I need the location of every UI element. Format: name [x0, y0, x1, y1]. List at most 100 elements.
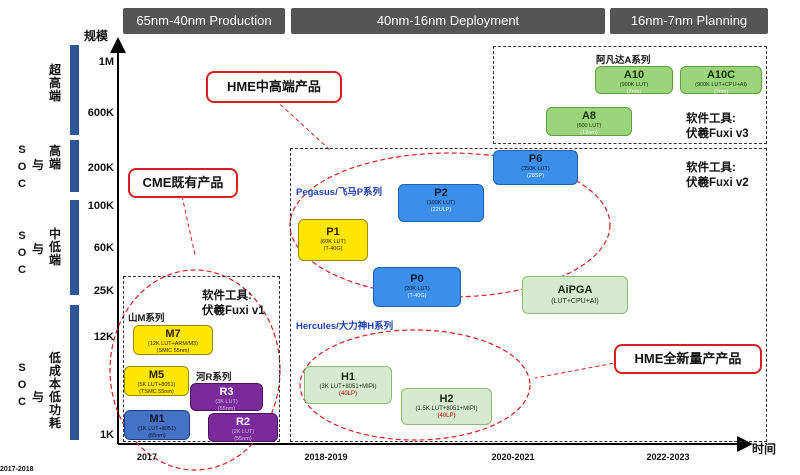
chip-p6: P6 (350K LUT) (28SP): [493, 150, 578, 185]
chip-m7-proc: (SMIC 55nm): [156, 348, 190, 354]
y-tick-600k: 600K: [87, 107, 114, 119]
tool-v1-line2: 伏羲Fuxi v1: [202, 305, 265, 317]
x-tick-2018-2019: 2018-2019: [304, 452, 348, 462]
chip-a10-proc: (7nm): [626, 89, 642, 95]
x-axis-title: 时间: [752, 442, 777, 456]
chip-r2-spec: (2K LUT): [231, 429, 255, 435]
x-tick-2017: 2017: [136, 452, 158, 462]
phase-deployment: 40nm-16nm Deployment: [291, 8, 605, 34]
region-production: [123, 276, 280, 442]
tool-v2-line1: 软件工具:: [686, 162, 736, 174]
segment-bar-mid: [70, 200, 79, 295]
arrow-cme: [181, 195, 196, 256]
chip-h2-proc: (40LP): [437, 413, 456, 419]
chip-p2-spec: (100K LUT): [426, 200, 456, 206]
tool-v1-line1: 软件工具:: [202, 290, 252, 302]
chip-p1: P1 (60K LUT) (T-40G): [298, 219, 368, 261]
chip-h1-spec: (3K LUT+8051+MIPI): [319, 384, 377, 390]
y-tick-200k: 200K: [87, 162, 114, 174]
chip-m1-proc: (55nm): [148, 433, 166, 439]
series-afanda: 阿凡达A系列: [596, 55, 651, 66]
y-tick-1k: 1K: [99, 429, 114, 441]
chip-m7-spec: (12K LUT+ARM/M3): [148, 341, 198, 347]
chip-p0-proc: (T-40G): [407, 293, 427, 299]
callout-hme-high: HME中高端产品: [206, 71, 342, 103]
chip-a8-name: A8: [581, 110, 597, 122]
tool-v3-line1: 软件工具:: [686, 113, 736, 125]
segment-bar-top: [70, 45, 79, 135]
tool-fuxi-v2: 软件工具: 伏羲Fuxi v2: [686, 161, 749, 191]
chip-p1-name: P1: [326, 226, 340, 238]
chip-aipga-name: AiPGA: [557, 284, 593, 296]
callout-cme: CME既有产品: [128, 168, 238, 198]
chip-r3-name: R3: [219, 386, 234, 398]
chip-p0-name: P0: [410, 273, 424, 285]
chip-p0: P0 (20K LUT) (T-40G): [373, 267, 461, 307]
chip-h1-name: H1: [340, 371, 356, 383]
chip-h2-name: H2: [439, 393, 454, 405]
chip-a8-spec: (600 LUT): [576, 123, 602, 129]
x-tick-2020-2021: 2020-2021: [491, 452, 535, 462]
chip-m5: M5 (5K LUT+8051) (TSMC 55nm): [124, 366, 189, 396]
chip-p6-name: P6: [528, 153, 543, 165]
cme-ellipse: [109, 269, 281, 471]
chip-p6-spec: (350K LUT): [521, 166, 550, 172]
chip-a10c: A10C (900K LUT+CPU+AI) (7nm): [680, 66, 762, 95]
chip-r2: R2 (2K LUT) (55nm): [208, 413, 278, 442]
hme-new-ellipse: [299, 329, 531, 441]
tool-fuxi-v3: 软件工具: 伏羲Fuxi v3: [686, 112, 749, 142]
y-axis-title: 规模: [84, 29, 109, 43]
segment-bar-high: [70, 140, 79, 192]
chip-m5-proc: (TSMC 55nm): [139, 389, 174, 395]
y-tick-60k: 60K: [93, 242, 114, 254]
x-tick-2022-2023: 2022-2023: [646, 452, 690, 462]
with-label-low: 与: [32, 390, 45, 404]
tool-fuxi-v1: 软件工具: 伏羲Fuxi v1: [202, 289, 265, 319]
chip-a10: A10 (900K LUT) (7nm): [595, 66, 673, 95]
chip-p2: P2 (100K LUT) (22ULP): [398, 184, 484, 222]
y-tick-100k: 100K: [87, 200, 114, 212]
footnote: 2017-2018: [0, 466, 34, 473]
chip-a8-proc: (12nm): [580, 130, 598, 136]
chip-m1-name: M1: [149, 413, 165, 425]
chip-m7-name: M7: [165, 328, 181, 340]
chip-m1: M1 (1K LUT+8051) (55nm): [124, 410, 190, 440]
series-shan-m: 山M系列: [128, 313, 165, 324]
chip-m1-spec: (1K LUT+8051): [138, 426, 176, 432]
y-tick-12k: 12K: [93, 331, 114, 343]
chip-p1-spec: (60K LUT): [320, 239, 346, 245]
chip-a10-name: A10: [623, 69, 645, 81]
chip-a8: A8 (600 LUT) (12nm): [546, 107, 632, 136]
series-he-r: 河R系列: [196, 372, 232, 383]
chip-a10c-name: A10C: [706, 69, 736, 81]
region-deployment: [290, 148, 767, 442]
chip-h2-spec: (1.5K LUT+8051+MIPI): [415, 406, 478, 412]
chip-a10-spec: (900K LUT): [619, 82, 649, 88]
chip-p0-spec: (20K LUT): [404, 286, 430, 292]
phase-planning: 16nm-7nm Planning: [610, 8, 768, 34]
chip-h1-proc: (40LP): [338, 391, 357, 397]
series-hercules: Hercules/大力神H系列: [296, 321, 394, 332]
arrow-hme-new: [534, 361, 621, 379]
tool-v3-line2: 伏羲Fuxi v3: [686, 128, 749, 140]
chip-a10c-proc: (7nm): [713, 89, 729, 95]
chip-r3-proc: (55nm): [217, 406, 236, 412]
chip-r2-proc: (55nm): [234, 436, 252, 442]
y-tick-1m: 1M: [98, 56, 114, 68]
chip-m7: M7 (12K LUT+ARM/M3) (SMIC 55nm): [133, 325, 213, 355]
chip-m5-spec: (5K LUT+8051): [137, 382, 176, 388]
with-label-mid: 与: [32, 242, 45, 256]
chip-r2-name: R2: [235, 416, 251, 428]
segment-bar-low: [70, 305, 79, 440]
chip-p1-proc: (T-40G): [323, 246, 343, 252]
chip-aipga-spec: (LUT+CPU+AI): [551, 298, 599, 305]
y-tick-25k: 25K: [93, 285, 114, 297]
tool-v2-line2: 伏羲Fuxi v2: [686, 177, 749, 189]
chip-p2-name: P2: [434, 187, 448, 199]
chip-p6-proc: (28SP): [526, 173, 545, 179]
segment-label-low: 低成本低功耗: [48, 351, 61, 430]
chip-r3-spec: (3K LUT): [215, 399, 238, 405]
